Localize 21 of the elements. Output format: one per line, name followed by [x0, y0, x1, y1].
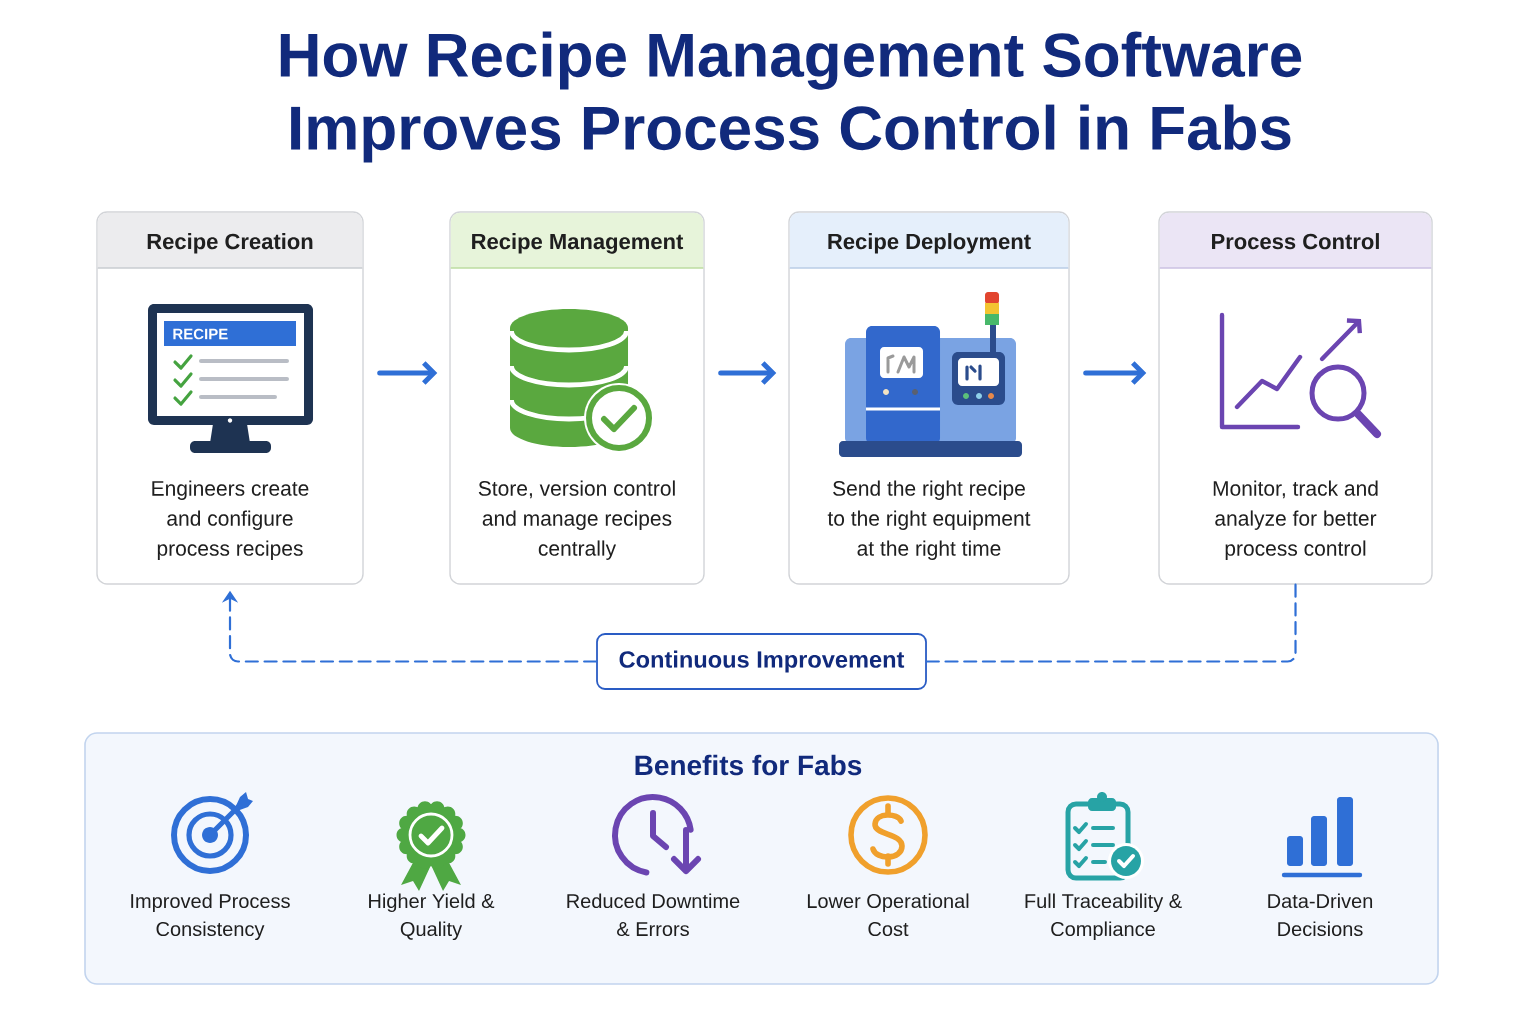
- benefit-label: Improved Process Consistency: [131, 893, 290, 941]
- title: How Recipe Management Software Improves Process Control in Fabs: [280, 31, 1302, 163]
- card-description: Send the right recipe to the right equipment at the right time: [827, 480, 1031, 560]
- arrow: [1083, 361, 1147, 385]
- benefit-label: Lower Operational Cost: [807, 893, 969, 937]
- card-description: Store, version control and manage recipes centrally: [478, 480, 675, 560]
- screen-title-bar: RECIPE: [164, 321, 296, 346]
- improvement-box: Continuous Improvement: [596, 633, 927, 690]
- arrow: [718, 361, 777, 385]
- card-description: Monitor, track and analyze for better process control: [1213, 480, 1378, 560]
- benefit-label: Higher Yield & Quality: [369, 893, 495, 941]
- card-header: Process Control: [1159, 212, 1432, 269]
- card-header: Recipe Management: [450, 212, 704, 269]
- arrow: [377, 361, 438, 385]
- card-header: Recipe Creation: [97, 212, 363, 269]
- benefit-label: Data-Driven Decisions: [1268, 893, 1373, 937]
- card-description: Engineers create and configure process recipes: [152, 480, 309, 560]
- card-header: Recipe Deployment: [789, 212, 1069, 269]
- benefit-label: Reduced Downtime & Errors: [567, 893, 740, 937]
- benefit-label: Full Traceability & Compliance: [1025, 893, 1182, 941]
- panel-heading: Benefits for Fabs: [635, 754, 862, 776]
